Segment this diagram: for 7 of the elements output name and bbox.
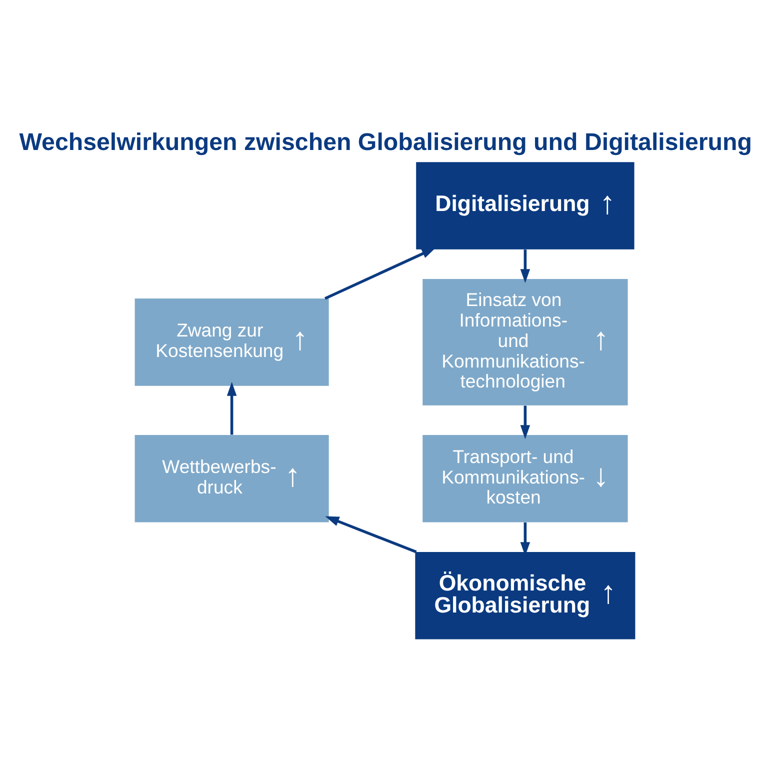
- arrow: [520, 405, 530, 439]
- arrow: [324, 247, 436, 300]
- arrow: [325, 516, 417, 553]
- arrow: [226, 381, 237, 434]
- diagram-title: Wechselwirkungen zwischen Globalisierung und Digitalisierung: [19, 128, 752, 156]
- node-box: Digitalisierung ↑: [416, 162, 634, 249]
- arrow: [520, 249, 530, 283]
